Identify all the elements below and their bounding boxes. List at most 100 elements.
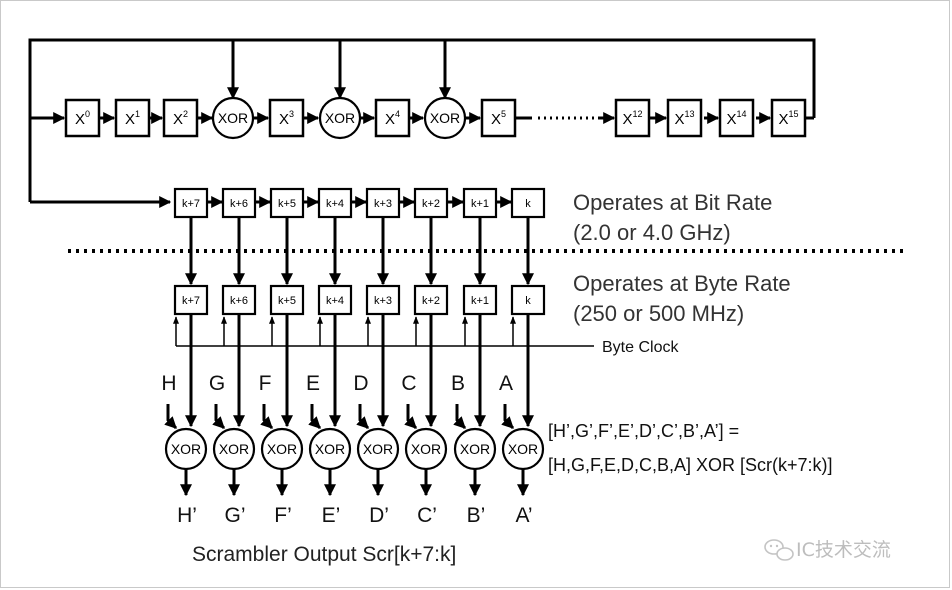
bit-stage-cell: k: [510, 187, 546, 219]
byte-stage-cell: k+6: [221, 284, 257, 316]
input-bit-arrow: [404, 404, 418, 430]
xor-label: XOR: [460, 441, 490, 457]
input-bit-label: B: [451, 372, 465, 395]
byte-stage-label: k+5: [278, 295, 296, 307]
input-bit-label: G: [209, 372, 225, 395]
register-x5: X5: [480, 98, 517, 138]
input-bit-arrow: [453, 404, 467, 430]
bit-stage-cell: k+7: [173, 187, 209, 219]
input-bit-label: C: [401, 372, 416, 395]
byte-stage-cell: k+1: [462, 284, 498, 316]
xor-label: XOR: [325, 110, 355, 126]
bit-stage-cell: k+6: [221, 187, 257, 219]
bit-rate-frequency: (2.0 or 4.0 GHz): [573, 220, 731, 245]
equation-line-2: [H,G,F,E,D,C,B,A] XOR [Scr(k+7:k)]: [548, 455, 833, 475]
input-bit-arrow: [212, 404, 226, 430]
register-x0: X0: [64, 98, 101, 138]
xor-label: XOR: [218, 110, 248, 126]
bit-stage-label: k+5: [278, 198, 296, 210]
register-label: X5: [491, 109, 506, 128]
byte-stage-cell: k+2: [413, 284, 449, 316]
output-bit-label: H’: [177, 504, 197, 527]
output-xor-cell: C XOR C’: [401, 372, 448, 527]
lfsr-xor-gate: XOR: [318, 96, 362, 140]
input-bit-arrow: [164, 404, 178, 430]
output-bit-label: C’: [417, 504, 437, 527]
input-bit-arrow: [356, 404, 370, 430]
bit-stage-cell: k+1: [462, 187, 498, 219]
bit-rate-stage: k+7 k+6 k+5 k+4 k+3 k+2 k+1 k: [173, 187, 546, 286]
register-x13: X13: [666, 98, 703, 138]
input-bit-arrow: [260, 404, 274, 430]
byte-stage-label: k+2: [422, 295, 440, 307]
byte-stage-cell: k+5: [269, 284, 305, 316]
input-bit-label: E: [306, 372, 320, 395]
xor-label: XOR: [411, 441, 441, 457]
lfsr-xor-gate: XOR: [423, 96, 467, 140]
byte-stage-cell: k: [510, 284, 546, 316]
lfsr-xor-gates: XOR XOR XOR: [211, 96, 467, 140]
xor-label: XOR: [219, 441, 249, 457]
xor-label: XOR: [363, 441, 393, 457]
byte-stage-label: k+6: [230, 295, 248, 307]
output-xor-stage: HXORH’GXORG’FXORF’EXORE’DXORD’CXORC’BXOR…: [161, 372, 545, 527]
bit-stage-cell: k+4: [317, 187, 353, 219]
byte-stage-label: k+3: [374, 295, 392, 307]
bit-stage-label: k+6: [230, 198, 248, 210]
output-bit-label: B’: [467, 504, 486, 527]
register-label: X0: [75, 109, 90, 128]
register-label: X12: [622, 109, 642, 128]
register-label: X4: [385, 109, 400, 128]
output-bit-label: G’: [225, 504, 246, 527]
register-label: X15: [778, 109, 798, 128]
bit-stage-label: k+1: [471, 198, 489, 210]
output-xor-cell: A XOR A’: [499, 372, 545, 527]
byte-clock-label: Byte Clock: [602, 339, 679, 356]
input-bit-arrow: [308, 404, 322, 430]
xor-label: XOR: [508, 441, 538, 457]
register-x15: X15: [770, 98, 807, 138]
register-label: X14: [726, 109, 746, 128]
bit-stage-label: k+3: [374, 198, 392, 210]
scrambler-output-caption: Scrambler Output Scr[k+7:k]: [192, 543, 456, 566]
byte-stage-label: k+4: [326, 295, 344, 307]
xor-label: XOR: [315, 441, 345, 457]
xor-label: XOR: [171, 441, 201, 457]
xor-label: XOR: [430, 110, 460, 126]
byte-stage-cell: k+3: [365, 284, 401, 316]
input-bit-label: A: [499, 372, 513, 395]
register-x12: X12: [614, 98, 651, 138]
bit-stage-cell: k+5: [269, 187, 305, 219]
output-xor-cell: G XOR G’: [209, 372, 256, 527]
input-bit-label: D: [353, 372, 368, 395]
register-label: X3: [279, 109, 294, 128]
byte-stage-label: k+1: [471, 295, 489, 307]
byte-stage-label: k: [525, 295, 531, 307]
input-bit-arrow: [501, 404, 515, 430]
byte-rate-stage: k+7 k+6 k+5 k+4 k+3 k+2 k+1 k: [173, 284, 546, 428]
bit-stage-label: k+2: [422, 198, 440, 210]
register-label: X2: [173, 109, 188, 128]
input-bit-label: F: [259, 372, 272, 395]
byte-stage-cell: k+7: [173, 284, 209, 316]
bit-stage-label: k: [525, 198, 531, 210]
bit-rate-caption: Operates at Bit Rate: [573, 190, 772, 215]
output-bit-label: A’: [515, 504, 532, 527]
bit-stage-cell: k+3: [365, 187, 401, 219]
byte-rate-frequency: (250 or 500 MHz): [573, 301, 744, 326]
byte-stage-cell: k+4: [317, 284, 353, 316]
register-label: X13: [674, 109, 694, 128]
output-xor-cell: B XOR B’: [451, 372, 497, 527]
lfsr-wiring: [28, 38, 816, 208]
byte-rate-caption: Operates at Byte Rate: [573, 271, 791, 296]
register-x4: X4: [374, 98, 411, 138]
bit-stage-cell: k+2: [413, 187, 449, 219]
watermark: IC技术交流: [764, 539, 891, 561]
